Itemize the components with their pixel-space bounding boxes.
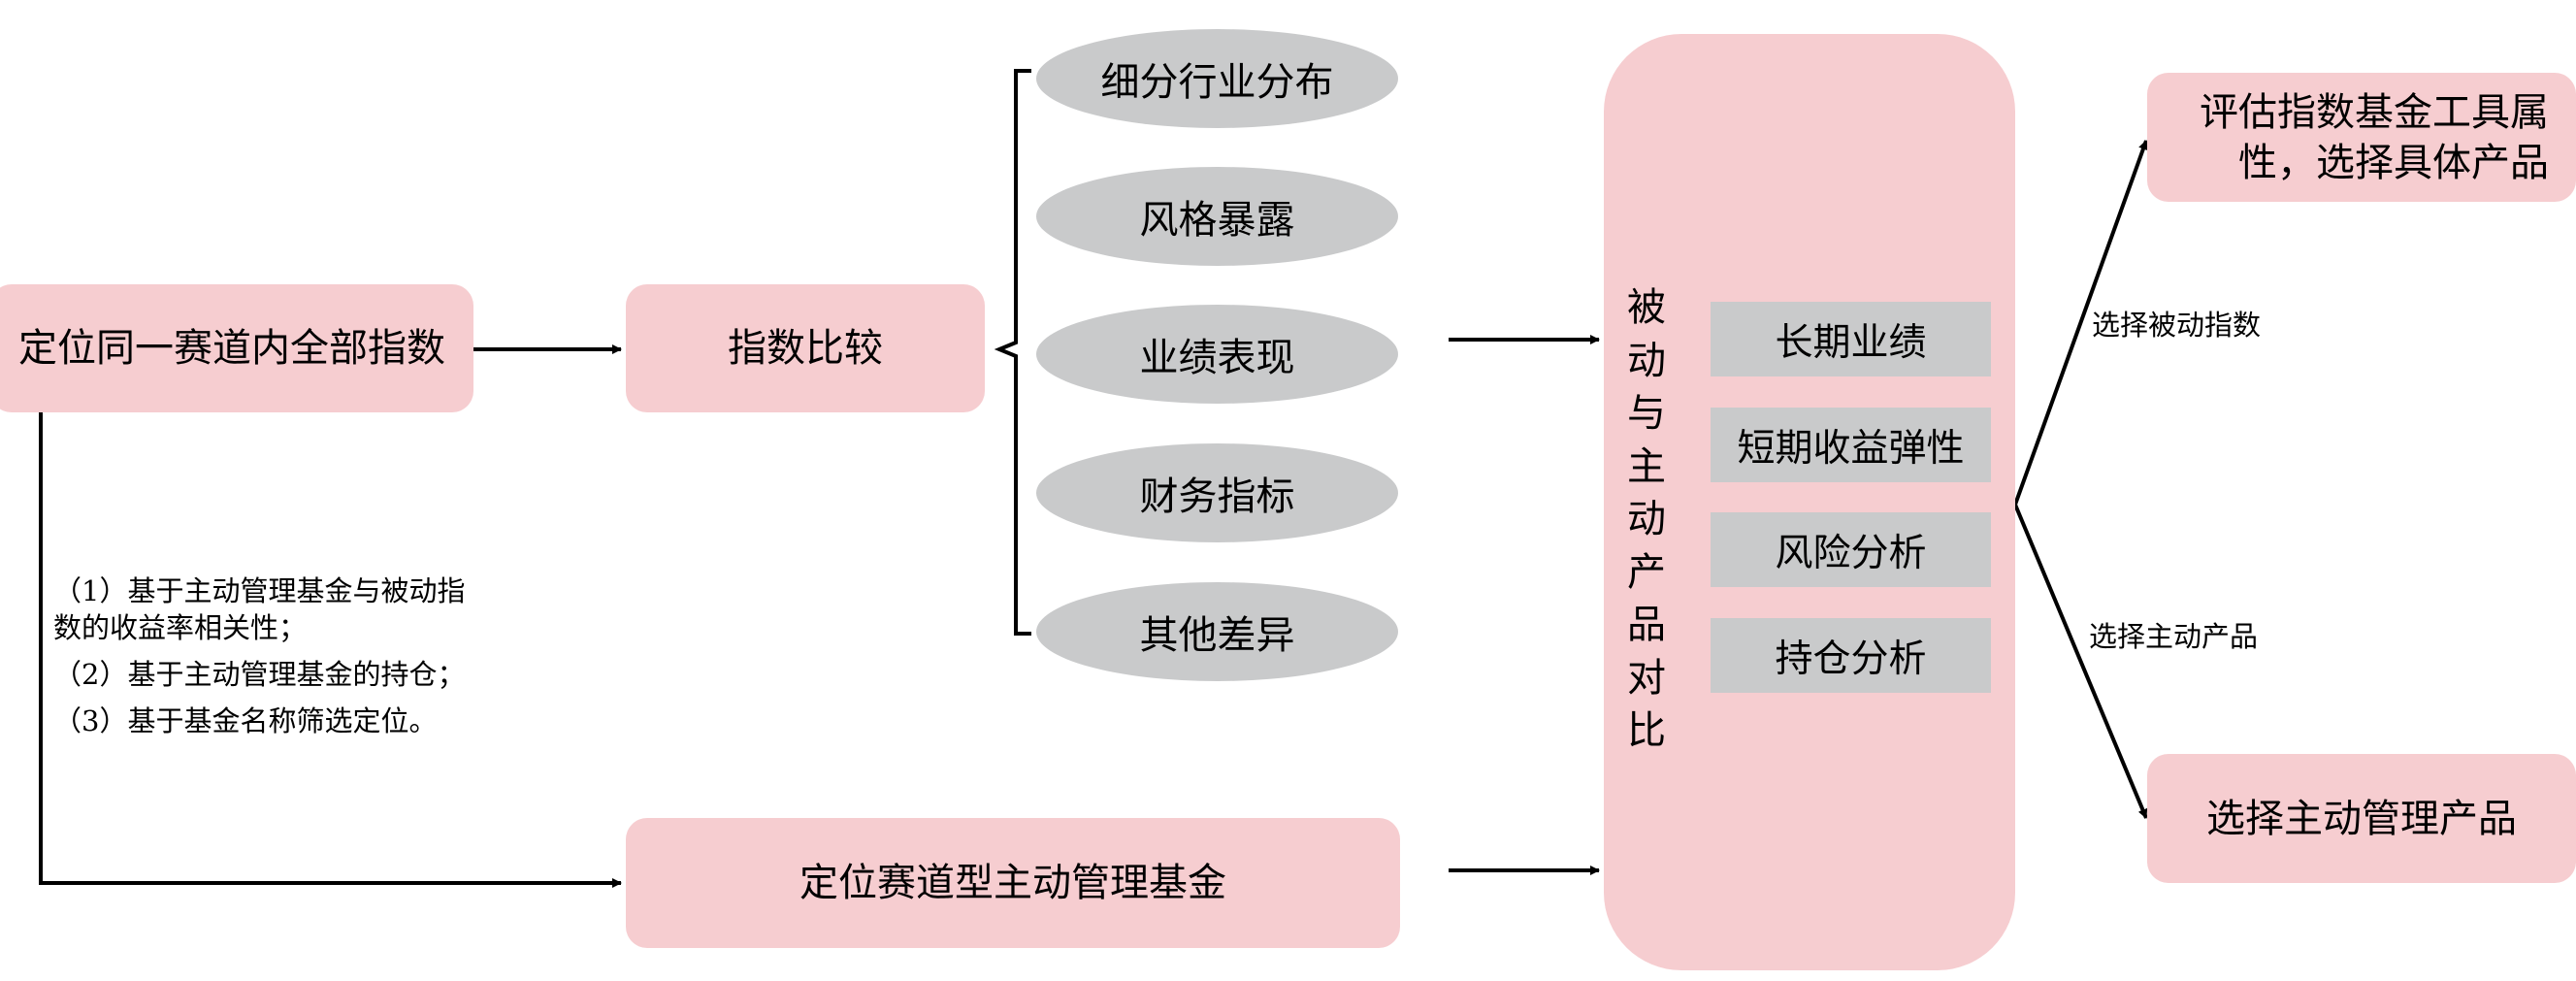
compare-long-term: 长期业绩 — [1711, 302, 1991, 376]
bracket — [994, 69, 1031, 636]
node-select-active-product: 选择主动管理产品 — [2147, 754, 2576, 883]
evaluate-line-2: 性，选择具体产品 — [2238, 140, 2549, 185]
arrow-locate-to-active-funds — [39, 412, 622, 888]
dimension-style: 风格暴露 — [1036, 167, 1398, 266]
edge-label-active: 选择主动产品 — [2089, 620, 2259, 653]
dimension-financials: 财务指标 — [1036, 443, 1398, 542]
node-locate-active-funds: 定位赛道型主动管理基金 — [626, 818, 1400, 948]
panel-title-char: 品 — [1627, 603, 1666, 647]
panel-title-char: 动 — [1627, 338, 1666, 383]
dimension-other: 其他差异 — [1036, 582, 1398, 681]
edge-label-passive: 选择被动指数 — [2092, 309, 2262, 342]
panel-title-char: 产 — [1627, 549, 1666, 595]
panel-title-char: 与 — [1627, 391, 1666, 436]
panel-title-char: 主 — [1627, 443, 1666, 489]
comparison-panel — [1604, 34, 2015, 970]
arrow-to-select-active — [2013, 504, 2148, 819]
evaluate-line-1: 评估指数基金工具属 — [2200, 89, 2549, 135]
node-locate-indices: 定位同一赛道内全部指数 — [0, 284, 473, 412]
compare-risk: 风险分析 — [1711, 512, 1991, 587]
compare-holdings: 持仓分析 — [1711, 618, 1991, 693]
dimension-industry: 细分行业分布 — [1036, 29, 1398, 128]
positioning-note-1: （1）基于主动管理基金与被动指 — [53, 574, 466, 607]
positioning-note-2: （2）基于主动管理基金的持仓； — [53, 658, 466, 691]
compare-short-term: 短期收益弹性 — [1711, 408, 1991, 482]
panel-title-char: 对 — [1627, 655, 1666, 701]
arrow-to-evaluate — [2013, 140, 2148, 506]
comparison-panel-title: 被 动 与 主 动 产 品 对 比 — [1622, 281, 1671, 758]
panel-title-char: 比 — [1627, 708, 1666, 753]
node-index-compare: 指数比较 — [626, 284, 985, 412]
panel-title-char: 动 — [1627, 497, 1666, 541]
positioning-note-1-cont: 数的收益率相关性； — [53, 611, 308, 644]
node-evaluate-index-fund: 评估指数基金工具属 性，选择具体产品 — [2147, 73, 2576, 202]
panel-title-char: 被 — [1627, 285, 1666, 330]
positioning-note-3: （3）基于基金名称筛选定位。 — [53, 704, 438, 737]
dimension-performance: 业绩表现 — [1036, 305, 1398, 404]
